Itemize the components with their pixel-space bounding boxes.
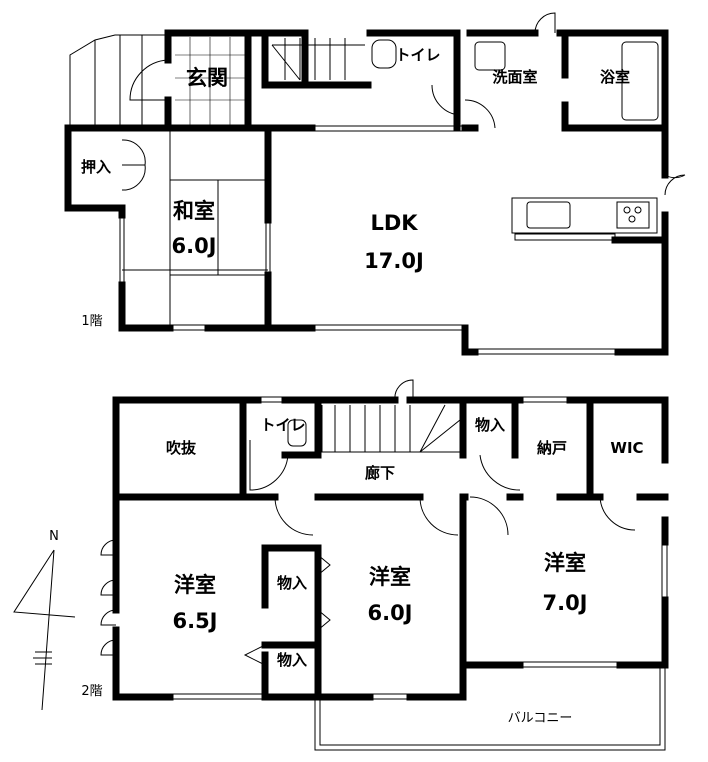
doors-floor-2 [100, 379, 636, 666]
room-label-nando: 納戸 [537, 439, 567, 457]
room-label-storage-top: 物入 [475, 416, 505, 434]
room-label-closet-1f: 押入 [81, 158, 111, 176]
entry-steps [69, 34, 165, 128]
stairs-floor-1 [271, 38, 365, 81]
room-label-hallway: 廊下 [365, 464, 395, 482]
compass-north-label: N [49, 529, 59, 544]
stove-icon [616, 201, 650, 229]
room-size-washitsu: 6.0J [171, 234, 216, 258]
room-label-toilet-1f: トイレ [395, 46, 440, 64]
room-label-toilet-2f: トイレ [260, 416, 305, 434]
room-size-east: 7.0J [542, 591, 587, 615]
floor-label-2f: 2階 [81, 684, 102, 699]
stairs-floor-2 [321, 404, 461, 453]
room-label-center: 洋室 [369, 565, 411, 589]
room-label-balcony: バルコニー [508, 711, 573, 726]
room-label-west: 洋室 [174, 573, 216, 597]
room-label-ldk: LDK [370, 211, 418, 235]
room-size-center: 6.0J [367, 601, 412, 625]
toilet-fixture [371, 39, 397, 69]
windows-floor-2 [170, 396, 668, 700]
bathtub [621, 41, 659, 121]
toilet-fixture-2f [287, 419, 307, 447]
walls-floor-1 [64, 29, 669, 356]
floor-1: 玄関 トイレ 洗面室 浴室 押入 和室 6.0J LDK 17.0J 1階 [64, 12, 686, 356]
room-label-bathroom: 浴室 [600, 68, 630, 86]
tatami-lines [122, 128, 268, 328]
room-size-ldk: 17.0J [364, 249, 424, 273]
kitchen-counter [511, 197, 658, 241]
floor-label-1f: 1階 [81, 314, 102, 329]
washbasin [474, 41, 506, 71]
windows-floor-1 [119, 125, 618, 355]
floor-2: 吹抜 トイレ 物入 納戸 WIC 廊下 洋室 6.5J 物入 物入 洋室 6.0… [81, 379, 669, 751]
room-label-east: 洋室 [544, 551, 586, 575]
room-size-west: 6.5J [172, 609, 217, 633]
doors-floor-1 [121, 12, 686, 196]
room-label-fukinuke: 吹抜 [166, 439, 197, 457]
room-label-genkan: 玄関 [186, 66, 228, 90]
room-label-wic: WIC [610, 439, 643, 457]
walls-floor-2 [112, 396, 669, 701]
sink-icon [526, 201, 571, 229]
room-label-washroom: 洗面室 [492, 68, 537, 86]
room-label-washitsu: 和室 [173, 199, 215, 223]
compass-icon: N [13, 529, 76, 711]
balcony-railing [314, 668, 666, 751]
room-label-closet-lower: 物入 [277, 651, 307, 669]
room-label-closet-upper: 物入 [277, 574, 307, 592]
genkan-tiles [175, 37, 245, 128]
